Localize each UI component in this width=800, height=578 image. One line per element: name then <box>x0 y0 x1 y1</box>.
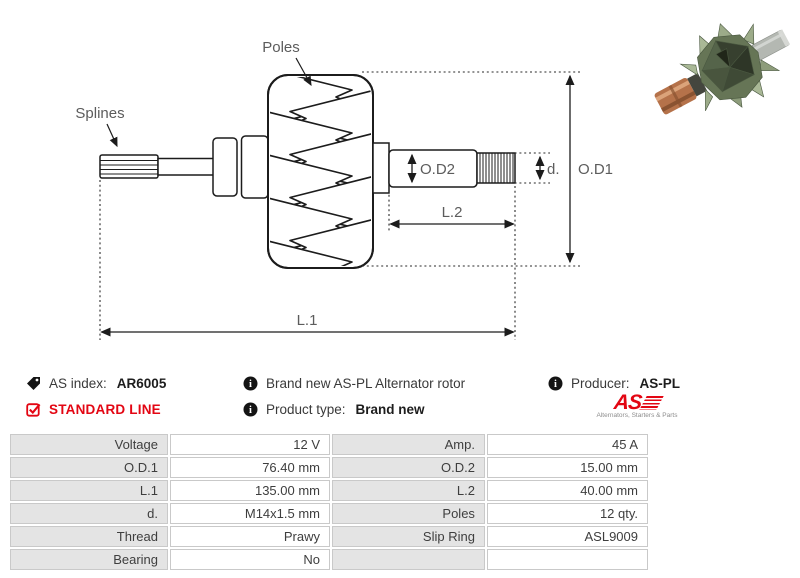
construction-lines <box>99 71 582 340</box>
table-row: Bearing No <box>10 549 648 570</box>
poles-label: Poles <box>262 39 300 56</box>
shaft-left <box>157 157 215 176</box>
producer-value: AS-PL <box>639 376 681 391</box>
aspl-logo-mark: AS <box>612 391 643 414</box>
splines-label: Splines <box>75 105 124 122</box>
d-label: d. <box>547 161 560 178</box>
od2-label: O.D2 <box>420 161 455 178</box>
svg-text:i: i <box>249 379 252 390</box>
l2-label: L.2 <box>442 204 463 221</box>
spec-label: Amp. <box>332 434 485 455</box>
producer-row: i Producer: AS-PL <box>548 375 680 392</box>
table-row: Voltage 12 V Amp. 45 A <box>10 434 648 455</box>
splines-shape <box>99 154 159 179</box>
spec-value: ASL9009 <box>486 526 648 547</box>
spec-value: 40.00 mm <box>486 480 648 501</box>
l1-label: L.1 <box>297 312 318 329</box>
spec-label: L.2 <box>332 480 485 501</box>
photo-claws <box>679 23 781 112</box>
spec-value: 12 qty. <box>486 503 648 524</box>
as-index-label: AS index: <box>49 376 107 391</box>
svg-text:i: i <box>554 379 557 390</box>
aspl-logo: AS Alternators, Starters & Parts <box>582 391 692 419</box>
spec-label: Slip Ring <box>332 526 485 547</box>
spec-value: Prawy <box>170 526 331 547</box>
spec-label: Bearing <box>10 549 168 570</box>
spec-label <box>332 549 485 570</box>
standard-line-row: STANDARD LINE <box>26 401 161 418</box>
spec-label: d. <box>10 503 168 524</box>
standard-line-badge: STANDARD LINE <box>49 402 161 417</box>
spec-value: M14x1.5 mm <box>170 503 331 524</box>
thread-shape <box>476 152 516 184</box>
collar-2 <box>240 135 269 199</box>
spec-value: 15.00 mm <box>486 457 648 478</box>
table-row: Thread Prawy Slip Ring ASL9009 <box>10 526 648 547</box>
photo-collar <box>687 73 708 97</box>
photo-copper-tip <box>654 77 697 115</box>
product-type-label: Product type: <box>266 402 346 417</box>
spec-label: O.D.1 <box>10 457 168 478</box>
info-icon: i <box>548 376 563 391</box>
description-row: i Brand new AS-PL Alternator rotor <box>243 375 465 392</box>
splines-pointer <box>106 123 118 148</box>
spec-label: Poles <box>332 503 485 524</box>
check-icon <box>26 403 41 417</box>
spec-label: Thread <box>10 526 168 547</box>
pointer-arrows <box>106 57 312 148</box>
svg-text:i: i <box>249 405 252 416</box>
spec-label: Voltage <box>10 434 168 455</box>
product-type-value: Brand new <box>355 402 425 417</box>
specs-table: Voltage 12 V Amp. 45 A O.D.1 76.40 mm O.… <box>8 432 650 572</box>
table-row: O.D.1 76.40 mm O.D.2 15.00 mm <box>10 457 648 478</box>
rotor-technical-diagram: Poles Splines O.D2 d. O.D1 L.2 L.1 <box>75 39 613 340</box>
rotor-outline <box>99 74 516 269</box>
info-icon: i <box>243 402 258 417</box>
tag-icon <box>27 377 40 390</box>
claw-poles <box>270 77 371 266</box>
spec-label: L.1 <box>10 480 168 501</box>
spec-value: 12 V <box>170 434 331 455</box>
aspl-logo-stripes <box>639 396 664 410</box>
as-index-value: AR6005 <box>116 376 167 391</box>
spec-value: 76.40 mm <box>170 457 331 478</box>
poles-pointer <box>295 57 312 87</box>
description-text: Brand new AS-PL Alternator rotor <box>266 376 466 391</box>
as-index-row: AS index: AR6005 <box>26 375 166 392</box>
spec-value <box>486 549 648 570</box>
table-row: L.1 135.00 mm L.2 40.00 mm <box>10 480 648 501</box>
spec-value: 135.00 mm <box>170 480 331 501</box>
spec-label: O.D.2 <box>332 457 485 478</box>
product-type-row: i Product type: Brand new <box>243 401 425 418</box>
spec-value: 45 A <box>486 434 648 455</box>
dimension-arrows <box>100 74 575 337</box>
collar-1 <box>212 137 238 197</box>
producer-label: Producer: <box>571 376 630 391</box>
spec-value: No <box>170 549 331 570</box>
info-icon: i <box>243 376 258 391</box>
product-photo <box>654 23 791 115</box>
aspl-logo-tagline: Alternators, Starters & Parts <box>596 412 678 419</box>
table-row: d. M14x1.5 mm Poles 12 qty. <box>10 503 648 524</box>
collar-right <box>372 142 390 194</box>
od1-label: O.D1 <box>578 161 613 178</box>
